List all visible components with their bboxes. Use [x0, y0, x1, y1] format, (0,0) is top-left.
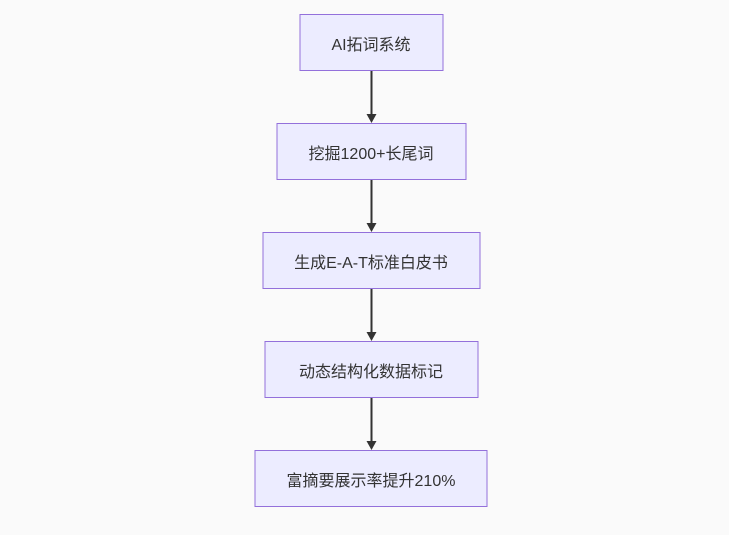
flow-arrow-1	[366, 71, 376, 123]
node-label: 生成E-A-T标准白皮书	[294, 254, 448, 272]
arrow-line	[370, 398, 372, 441]
node-label: AI拓词系统	[331, 36, 411, 54]
flowchart: AI拓词系统 挖掘1200+长尾词 生成E-A-T标准白皮书 动态结构化数据标记	[254, 14, 488, 507]
arrowhead-down-icon	[366, 441, 376, 450]
flow-node-longtail-keyword-mining: 挖掘1200+长尾词	[276, 123, 466, 180]
arrowhead-down-icon	[366, 114, 376, 123]
node-label: 动态结构化数据标记	[298, 363, 443, 381]
flow-arrow-2	[366, 180, 376, 232]
arrow-line	[370, 71, 372, 114]
flow-node-structured-data-markup: 动态结构化数据标记	[264, 341, 478, 398]
flow-node-rich-snippet-rate: 富摘要展示率提升210%	[254, 450, 488, 507]
flow-node-eat-whitepaper: 生成E-A-T标准白皮书	[262, 232, 480, 289]
arrow-line	[370, 289, 372, 332]
flow-node-ai-word-expansion-system: AI拓词系统	[299, 14, 443, 71]
flow-arrow-3	[366, 289, 376, 341]
arrow-line	[370, 180, 372, 223]
flow-arrow-4	[366, 398, 376, 450]
arrowhead-down-icon	[366, 332, 376, 341]
node-label: 挖掘1200+长尾词	[308, 145, 434, 163]
arrowhead-down-icon	[366, 223, 376, 232]
node-label: 富摘要展示率提升210%	[286, 472, 456, 490]
